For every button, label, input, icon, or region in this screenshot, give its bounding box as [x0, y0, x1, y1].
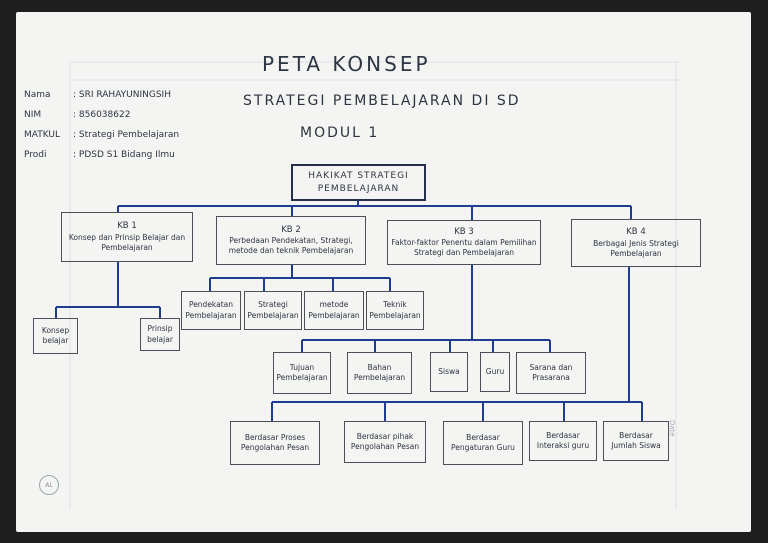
bottom-interaksi: Berdasar Interaksi guru	[529, 421, 597, 461]
nama-value: : SRI RAHAYUNINGSIH	[73, 90, 171, 100]
page-title: PETA KONSEP	[262, 52, 431, 76]
kb1-desc: Konsep dan Prinsip Belajar dan Pembelaja…	[68, 232, 186, 252]
bottom-pihak: Berdasar pihak Pengolahan Pesan	[344, 421, 426, 463]
prodi-value: : PDSD S1 Bidang Ilmu	[73, 150, 175, 160]
kb1-node: KB 1 Konsep dan Prinsip Belajar dan Pemb…	[61, 212, 193, 262]
kb3-child-guru-label: Guru	[485, 366, 505, 376]
kb3-title: KB 3	[454, 226, 474, 237]
bottom-proses: Berdasar Proses Pengolahan Pesan	[230, 421, 320, 465]
kb1-child-prinsip: Prinsip belajar	[140, 318, 180, 351]
kb1-child-konsep-label: Konsep belajar	[41, 325, 70, 345]
prodi-label: Prodi	[24, 150, 47, 160]
matkul-value: : Strategi Pembelajaran	[73, 130, 180, 140]
nim-label: NIM	[24, 110, 42, 120]
root-node: HAKIKAT STRATEGI PEMBELAJARAN	[291, 164, 426, 201]
kb4-title: KB 4	[626, 227, 646, 238]
bottom-jumlah: Berdasar Jumlah Siswa	[603, 421, 669, 461]
root-line1: HAKIKAT STRATEGI	[308, 171, 409, 182]
kb3-child-bahan-label: Bahan Pembelajaran	[353, 362, 406, 382]
kb4-node: KB 4 Berbagai Jenis Strategi Pembelajara…	[571, 219, 701, 267]
root-line2: PEMBELAJARAN	[317, 183, 400, 194]
kb3-child-tujuan: Tujuan Pembelajaran	[273, 352, 331, 394]
kb3-child-siswa: Siswa	[430, 352, 468, 392]
kb3-child-siswa-label: Siswa	[438, 366, 460, 376]
bottom-pengaturan: Berdasar Pengaturan Guru	[443, 421, 523, 465]
nim-value: : 856038622	[73, 110, 131, 120]
kb2-child-metode: metode Pembelajaran	[304, 291, 364, 330]
kb3-child-guru: Guru	[480, 352, 510, 392]
kb2-child-metode-label: metode Pembelajaran	[308, 300, 360, 320]
bottom-interaksi-label: Berdasar Interaksi guru	[536, 430, 590, 450]
kb1-title: KB 1	[117, 221, 137, 232]
kb2-child-strategi: Strategi Pembelajaran	[244, 291, 302, 330]
page-seal: AL	[39, 475, 59, 495]
kb2-child-pendekatan-label: Pendekatan Pembelajaran	[185, 300, 237, 320]
matkul-label: MATKUL	[24, 130, 60, 140]
kb2-child-pendekatan: Pendekatan Pembelajaran	[181, 291, 241, 330]
module-label: MODUL 1	[300, 125, 380, 141]
kb2-title: KB 2	[281, 224, 301, 235]
page-subtitle: STRATEGI PEMBELAJARAN DI SD	[243, 93, 521, 109]
nama-label: Nama	[24, 90, 51, 100]
kb2-child-strategi-label: Strategi Pembelajaran	[247, 300, 299, 320]
kb3-child-sarana-label: Sarana dan Prasarana	[529, 362, 573, 382]
kb4-desc: Berbagai Jenis Strategi Pembelajaran	[593, 238, 679, 258]
kb2-node: KB 2 Perbedaan Pendekatan, Strategi, met…	[216, 216, 366, 265]
kb1-child-konsep: Konsep belajar	[33, 318, 78, 354]
kb2-desc: Perbedaan Pendekatan, Strategi, metode d…	[228, 236, 354, 256]
kb2-child-teknik: Teknik Pembelajaran	[366, 291, 424, 330]
kb3-child-tujuan-label: Tujuan Pembelajaran	[276, 362, 328, 382]
kb3-child-bahan: Bahan Pembelajaran	[347, 352, 412, 394]
date-label: Date	[668, 420, 676, 437]
kb2-child-teknik-label: Teknik Pembelajaran	[369, 300, 421, 320]
bottom-proses-label: Berdasar Proses Pengolahan Pesan	[240, 432, 310, 452]
kb1-child-prinsip-label: Prinsip belajar	[147, 324, 173, 344]
kb3-node: KB 3 Faktor-faktor Penentu dalam Pemilih…	[387, 220, 541, 265]
bottom-jumlah-label: Berdasar Jumlah Siswa	[611, 430, 661, 450]
kb3-desc: Faktor-faktor Penentu dalam Pemilihan St…	[391, 238, 537, 258]
paper-ruling	[69, 61, 680, 510]
bottom-pengaturan-label: Berdasar Pengaturan Guru	[451, 432, 515, 452]
bottom-pihak-label: Berdasar pihak Pengolahan Pesan	[350, 431, 420, 451]
kb3-child-sarana: Sarana dan Prasarana	[516, 352, 586, 394]
